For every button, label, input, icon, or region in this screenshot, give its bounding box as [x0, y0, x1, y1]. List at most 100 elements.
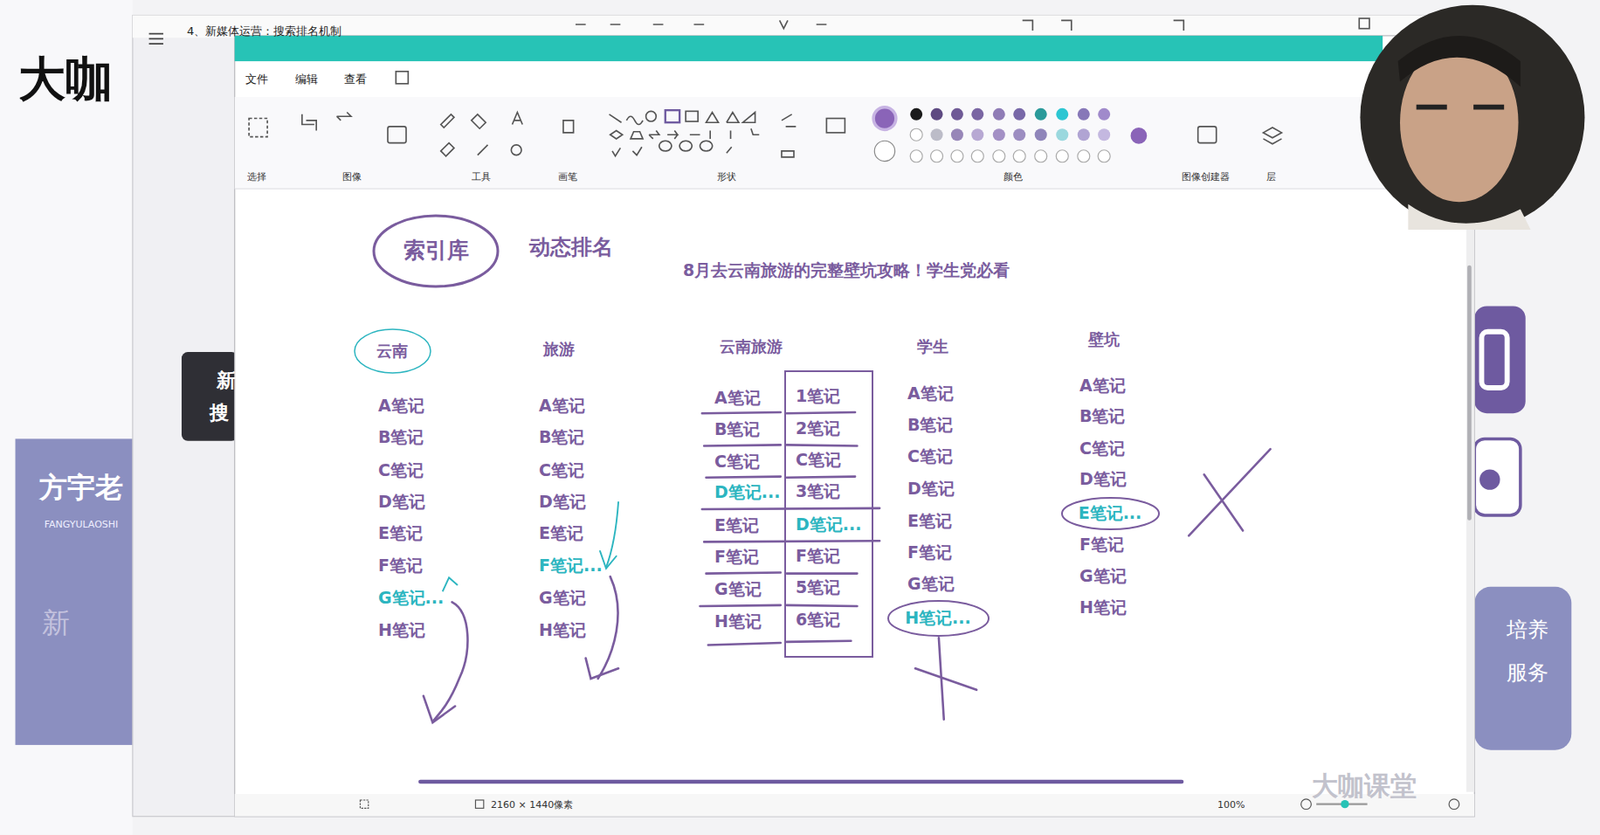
node-label: 索引库: [403, 238, 469, 264]
menu-item: 文件: [245, 73, 269, 87]
note-item: F笔记...: [538, 556, 603, 576]
decor-shape: [1034, 150, 1048, 163]
highlight-ellipse: H笔记...: [886, 599, 991, 638]
note-item: 5笔记: [795, 578, 841, 598]
decor-shape: [1097, 128, 1111, 141]
ellipse-stroke: [373, 215, 498, 287]
note-item: C笔记: [795, 450, 842, 470]
decor-shape: [234, 188, 1476, 190]
column-header: 壁坑: [1088, 331, 1120, 350]
decor-shape: [910, 108, 1147, 163]
ribbon-group: 工具: [471, 172, 491, 184]
decor-shape: [1262, 127, 1282, 145]
node-label: E笔记...: [1078, 503, 1143, 524]
decor-shape: [993, 108, 1006, 121]
decor-shape: [665, 110, 680, 123]
note-item: H笔记: [378, 620, 426, 641]
note-item: D笔记: [1079, 469, 1127, 490]
decor-shape: [667, 128, 759, 139]
decor-shape: [1466, 189, 1475, 792]
note-item: G笔记: [538, 588, 587, 608]
note-item: E笔记: [378, 524, 423, 544]
node-text: H笔记...: [904, 608, 972, 628]
ribbon-group: 图像创建器: [1181, 172, 1230, 184]
decor-shape: [395, 71, 408, 84]
ribbon-group: 形状: [717, 172, 737, 184]
decor-shape: [915, 637, 977, 719]
node-text: 索引库: [403, 238, 469, 264]
decor-shape: [1416, 104, 1504, 111]
decor-shape: [423, 696, 456, 723]
note-item: H笔记: [1079, 598, 1127, 618]
decor-shape: [441, 114, 455, 128]
decor-shape: [248, 18, 1370, 158]
decor-shape: [931, 108, 944, 121]
decor-shape: [248, 118, 268, 138]
note-item: E笔记: [907, 511, 952, 532]
decor-shape: [586, 658, 619, 679]
menu-item: 查看: [344, 73, 367, 87]
note-item: F笔记: [378, 556, 423, 576]
decor-shape: [873, 107, 897, 131]
decor-shape: [302, 114, 317, 132]
note-item: B笔记: [1079, 406, 1125, 427]
column-header: 旅游: [543, 340, 575, 359]
note-item: H笔记: [538, 620, 587, 641]
decor-shape: [434, 601, 469, 721]
decor-shape: [575, 20, 1184, 31]
ribbon-group: 图像: [342, 172, 362, 184]
decor-shape: [874, 140, 895, 161]
decor-shape: [1301, 799, 1312, 810]
decor-shape: [1055, 150, 1069, 163]
note-item: G笔记...: [378, 588, 444, 608]
decor-shape: [1467, 265, 1472, 521]
decor-shape: [910, 150, 923, 163]
decor-shape: [442, 577, 457, 591]
ribbon-group: 颜色: [1003, 172, 1023, 184]
note-item: C笔记: [907, 447, 953, 467]
decor-shape: [703, 540, 880, 542]
decor-shape: [1474, 306, 1525, 414]
decor-shape: [610, 131, 660, 139]
note-item: C笔记: [378, 461, 424, 481]
note-item: E笔记: [538, 524, 584, 544]
decor-shape: [1448, 799, 1460, 810]
ellipse-stroke: [888, 600, 989, 636]
decor-shape: [708, 641, 852, 646]
note-item: A笔记: [907, 384, 954, 404]
decor-shape: [1055, 108, 1069, 121]
decor-shape: [132, 15, 1475, 39]
decor-shape: [1055, 128, 1069, 141]
decor-shape: [706, 112, 756, 124]
decor-shape: [1034, 108, 1048, 121]
slide-text: 搜: [209, 401, 229, 424]
decor-shape: [510, 144, 522, 156]
decor-shape: [1407, 204, 1531, 230]
menu-item: 编辑: [295, 73, 318, 87]
decor-shape: [931, 128, 944, 141]
slide-text: 培养: [1506, 618, 1549, 643]
decor-shape: [236, 189, 1467, 792]
decor-shape: [700, 605, 858, 607]
decor-shape: [471, 114, 486, 129]
note-item: F笔记: [795, 546, 841, 566]
decor-shape: [1481, 331, 1507, 388]
column-header: 云南旅游: [719, 337, 783, 357]
decor-shape: [441, 143, 455, 157]
note-item: F笔记: [714, 547, 759, 567]
decor-shape: [910, 128, 923, 141]
node-label: 云南: [376, 342, 408, 361]
note-item: G笔记: [1079, 566, 1127, 587]
decor-shape: [609, 114, 644, 125]
decor-shape: [1474, 586, 1572, 751]
decor-shape: [149, 34, 164, 45]
slide-name: 方宇老: [39, 471, 124, 504]
status-text: 2160 × 1440像素: [490, 800, 573, 812]
slide-text: 新: [216, 369, 236, 392]
decor-shape: [606, 502, 619, 568]
decor-shape: [1034, 128, 1048, 141]
decor-shape: [1077, 108, 1090, 121]
decor-shape: [971, 150, 984, 163]
